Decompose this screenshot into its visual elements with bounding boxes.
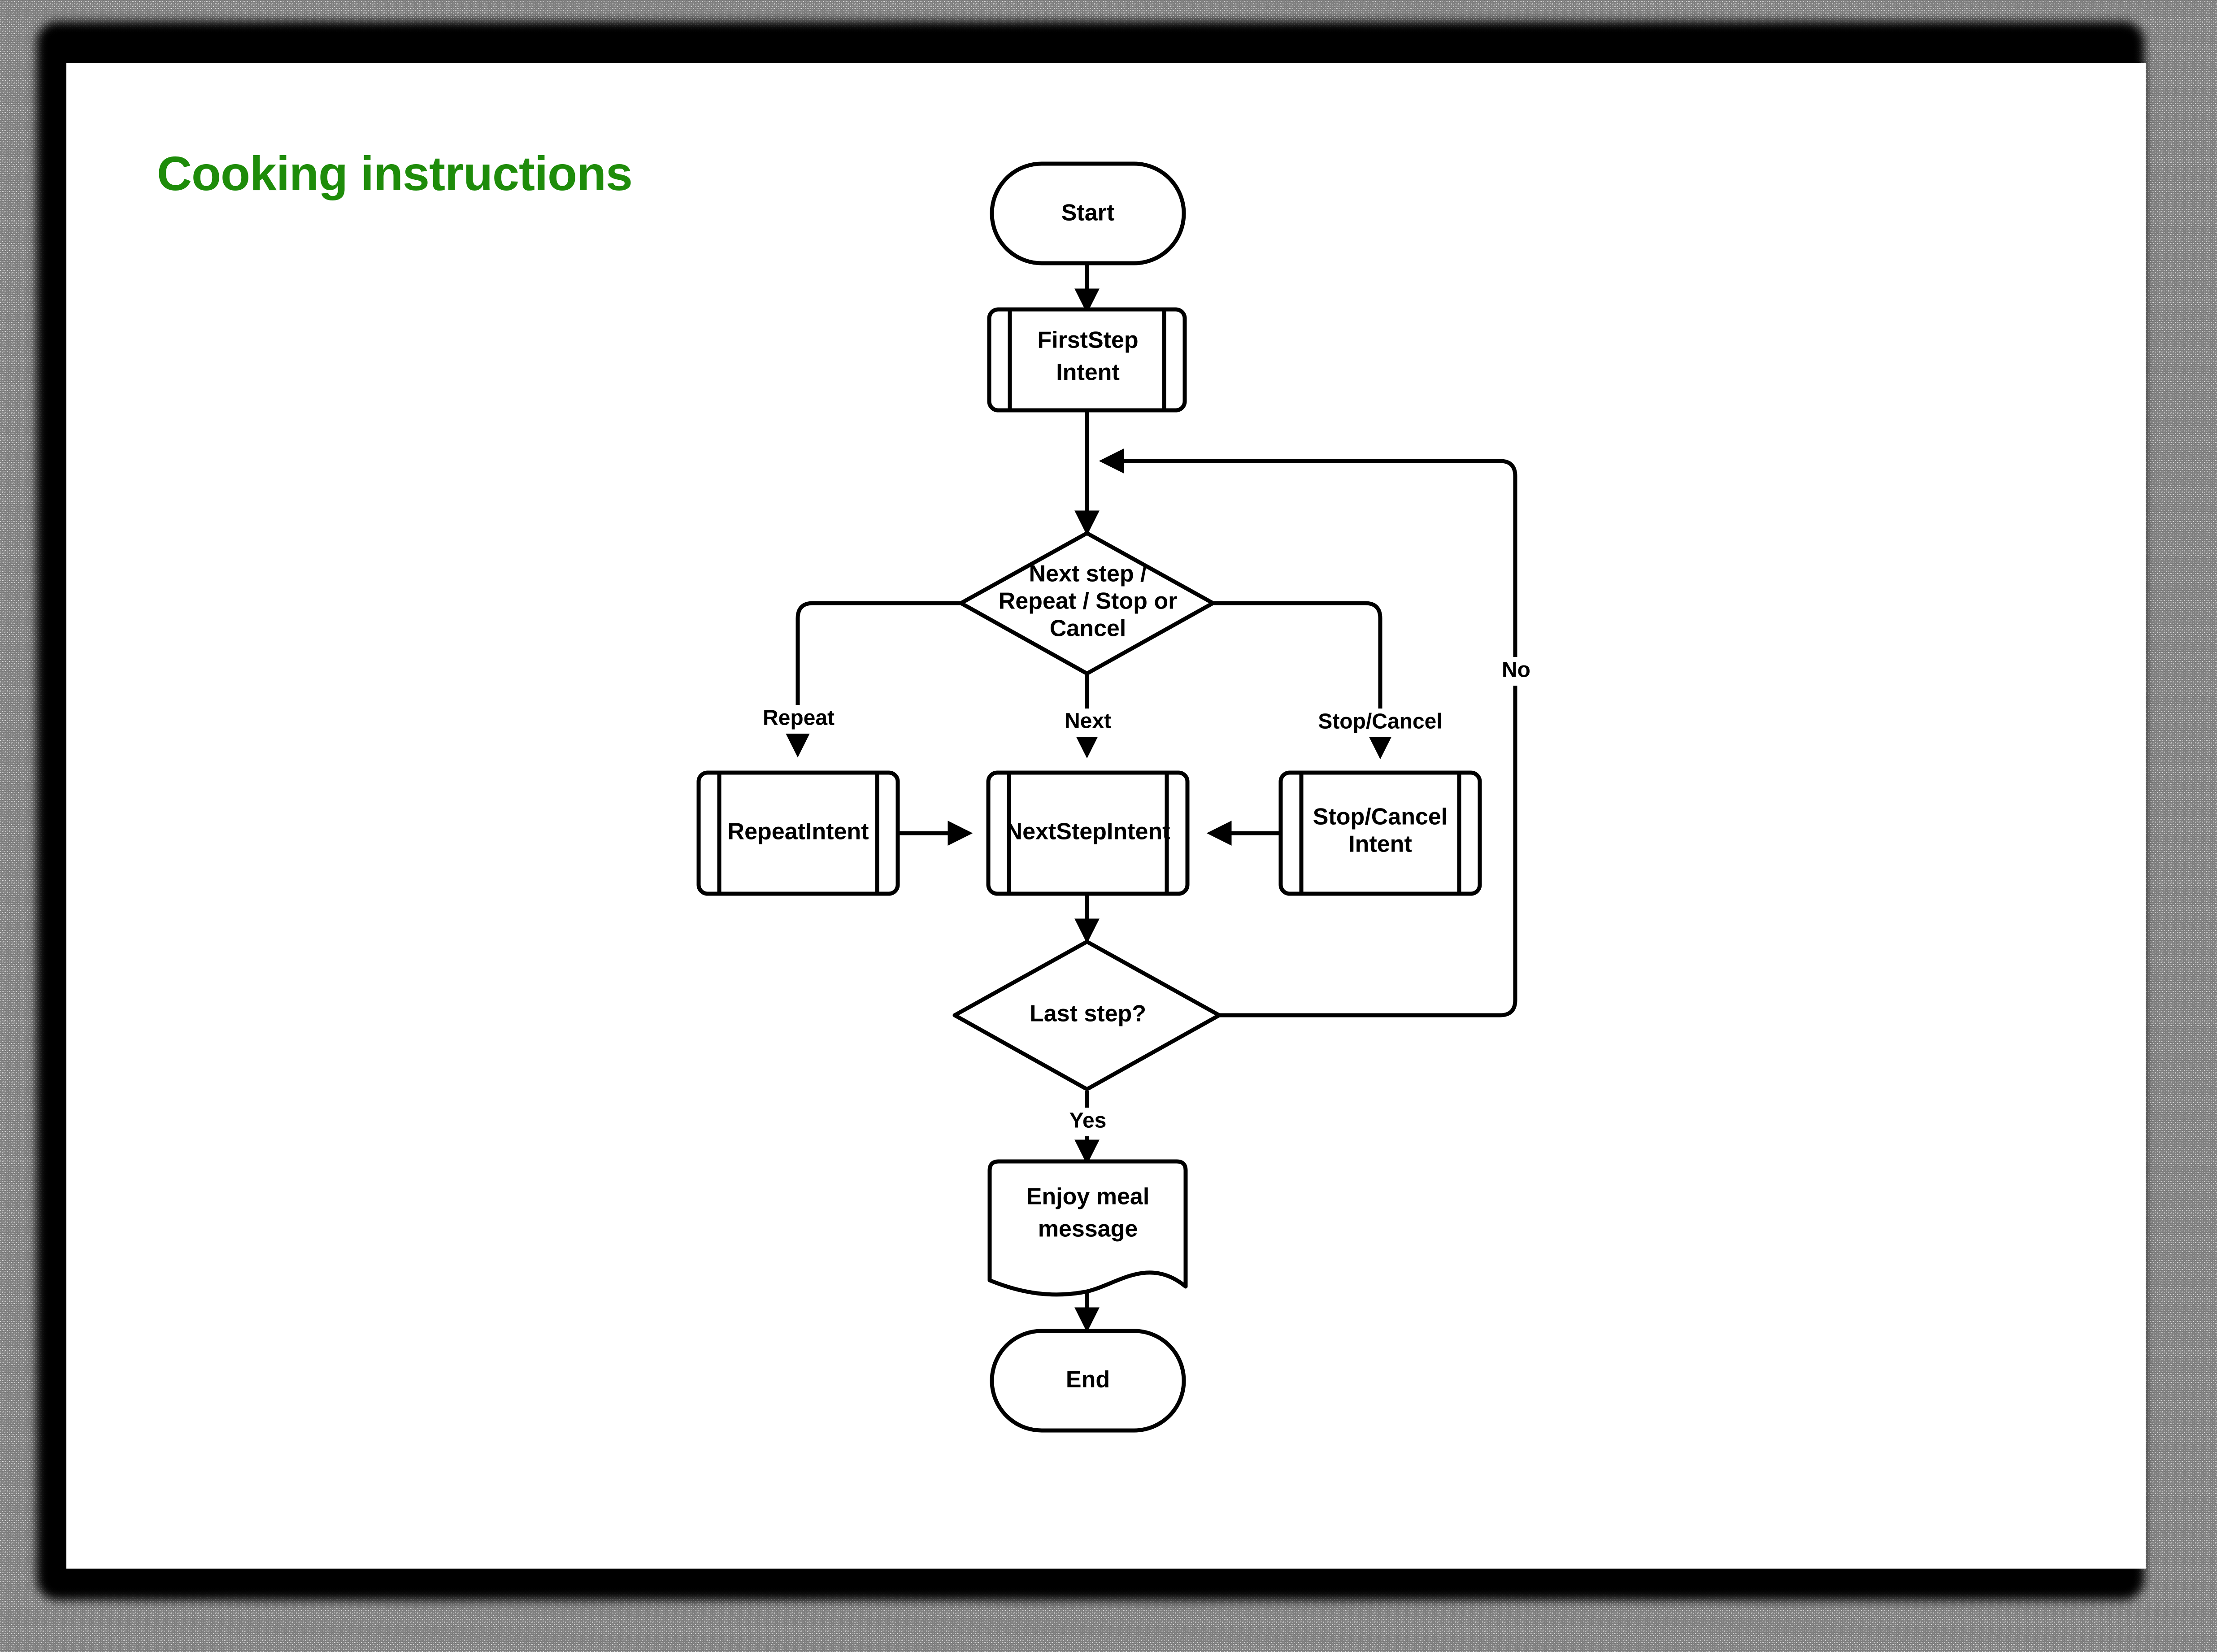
edge-label-no: No <box>1502 658 1530 682</box>
node-firststep-intent-label-line1: FirstStep <box>1037 327 1138 353</box>
node-enjoy-meal-message[interactable]: Enjoy meal message <box>987 1159 1188 1297</box>
node-firststep-intent[interactable]: FirstStep Intent <box>987 307 1187 413</box>
edge-label-stop-cancel: Stop/Cancel <box>1318 710 1442 734</box>
node-decision1-label-line2: Repeat / Stop or <box>999 588 1178 614</box>
node-repeat-intent[interactable]: RepeatIntent <box>696 770 900 896</box>
node-decision1-label-line1: Next step / <box>1029 561 1147 587</box>
node-enjoy-meal-label-line2: message <box>1038 1216 1138 1242</box>
edge-label-repeat: Repeat <box>763 706 835 730</box>
node-firststep-intent-label-line2: Intent <box>1056 360 1120 386</box>
node-stopcancel-intent-label-line1: Stop/Cancel <box>1313 804 1448 830</box>
node-end[interactable]: End <box>990 1329 1186 1433</box>
edge-decision1-to-repeat <box>785 601 961 758</box>
node-decision1-label-line3: Cancel <box>1050 616 1126 642</box>
page-title: Cooking instructions <box>157 146 633 200</box>
node-repeat-intent-label: RepeatIntent <box>728 819 869 845</box>
node-stopcancel-intent[interactable]: Stop/Cancel Intent <box>1278 770 1482 896</box>
edge-label-group: Repeat Next Stop/Cancel No Yes <box>747 657 1547 1136</box>
node-decision2-label: Last step? <box>1030 1001 1146 1027</box>
node-stopcancel-intent-label-line2: Intent <box>1348 831 1412 857</box>
edge-decision2-no-loopback <box>1099 448 1517 1017</box>
node-end-label: End <box>1066 1367 1110 1393</box>
edge-label-yes: Yes <box>1069 1109 1107 1133</box>
node-nextstep-intent-label: NextStepIntent <box>1006 819 1170 845</box>
node-enjoy-meal-label-line1: Enjoy meal <box>1026 1184 1150 1210</box>
node-decision-last-step[interactable]: Last step? <box>952 939 1222 1091</box>
node-decision-next-repeat-stop[interactable]: Next step / Repeat / Stop or Cancel <box>959 531 1215 676</box>
edge-decision1-to-stopcancel <box>1214 601 1393 760</box>
node-nextstep-intent[interactable]: NextStepIntent <box>986 770 1190 896</box>
node-start-label: Start <box>1061 200 1114 226</box>
edge-label-next: Next <box>1065 709 1111 733</box>
node-start[interactable]: Start <box>990 161 1186 265</box>
